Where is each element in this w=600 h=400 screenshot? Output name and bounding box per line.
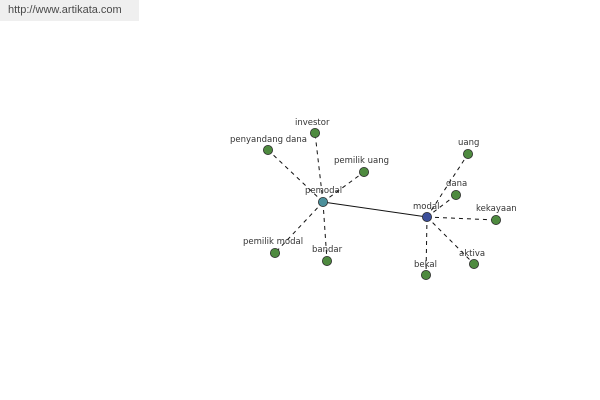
node-label-pemilik-uang[interactable]: pemilik uang — [334, 156, 389, 166]
node-label-dana[interactable]: dana — [446, 179, 467, 189]
node-label-uang[interactable]: uang — [458, 138, 479, 148]
node-bekal[interactable] — [420, 269, 431, 280]
node-label-pemilik-modal[interactable]: pemilik modal — [243, 237, 303, 247]
node-aktiva[interactable] — [468, 258, 479, 269]
node-label-bandar[interactable]: bandar — [312, 245, 343, 255]
url-banner[interactable]: http://www.artikata.com — [0, 0, 139, 21]
node-bandar[interactable] — [321, 255, 332, 266]
node-label-modal[interactable]: modal — [413, 202, 439, 212]
node-label-bekal[interactable]: bekal — [414, 260, 437, 270]
edge-modal-bekal — [425, 216, 428, 276]
node-label-penyandang-dana[interactable]: penyandang dana — [230, 135, 307, 145]
edge-pemodal-bandar — [322, 201, 328, 262]
node-modal[interactable] — [421, 211, 432, 222]
node-penyandang-dana[interactable] — [262, 144, 273, 155]
node-pemilik-uang[interactable] — [358, 166, 369, 177]
edge-pemodal-investor — [314, 132, 324, 203]
node-uang[interactable] — [462, 148, 473, 159]
node-label-aktiva[interactable]: aktiva — [459, 249, 485, 259]
nodes-layer — [262, 127, 501, 280]
node-investor[interactable] — [309, 127, 320, 138]
node-dana[interactable] — [450, 189, 461, 200]
edge-modal-kekayaan — [426, 216, 497, 221]
node-pemilik-modal[interactable] — [269, 247, 280, 258]
edges-layer — [267, 132, 497, 276]
edge-modal-aktiva — [426, 216, 475, 265]
edge-pemodal-pemilik-uang — [322, 171, 365, 203]
edge-pemodal-modal — [322, 201, 428, 218]
node-label-pemodal[interactable]: pemodal — [305, 186, 342, 196]
edge-modal-dana — [426, 194, 457, 218]
labels-layer: pemodal modal investor penyandang dana pemil… — [230, 118, 517, 270]
node-pemodal[interactable] — [317, 196, 328, 207]
node-label-investor[interactable]: investor — [295, 118, 330, 128]
node-label-kekayaan[interactable]: kekayaan — [476, 204, 517, 214]
edge-pemodal-pemilik-modal — [274, 201, 324, 254]
node-kekayaan[interactable] — [490, 214, 501, 225]
